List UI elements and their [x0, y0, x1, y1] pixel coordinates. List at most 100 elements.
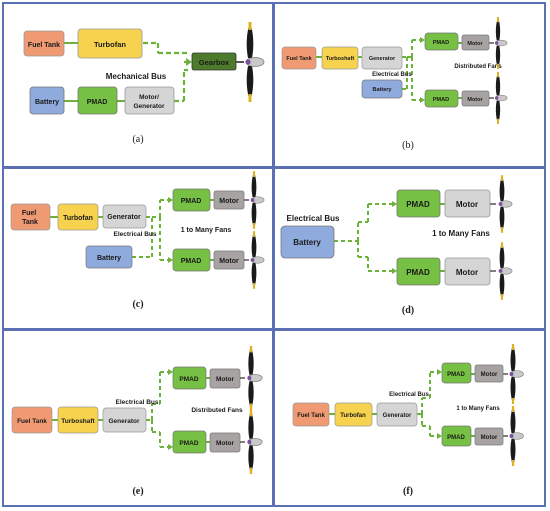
motor-label-2: Motor: [467, 97, 483, 103]
propeller-icon: [508, 404, 525, 468]
electrical-bus-label: Electrical Bus: [287, 214, 340, 223]
pmad-box-1: [172, 188, 211, 212]
motor-label-1: Motor: [481, 372, 498, 378]
fans-label: 1 to Many Fans: [432, 229, 490, 238]
fuel-tank-box: [281, 46, 317, 70]
panel-a: Fuel Tank Turbofan Mechanical Bus Gearbo…: [23, 20, 266, 145]
propeller-icon: [497, 174, 514, 234]
caption-c: (c): [132, 299, 143, 310]
turboshaft-box: [57, 406, 99, 434]
pmad-box-2: [172, 248, 211, 272]
generator-label: Generator: [383, 413, 412, 419]
motor-label-1: Motor: [219, 198, 239, 205]
turbofan-label: Turbofan: [63, 215, 93, 222]
motor-label-1: Motor: [216, 376, 235, 383]
panel-e: Fuel Tank Turboshaft Generator Electrica…: [11, 344, 264, 497]
propeller-icon: [497, 241, 514, 301]
generator-label: Generator: [369, 56, 396, 62]
pmad-box-1: [172, 366, 207, 390]
fuel-tank-box: [23, 30, 65, 57]
fuel-tank-label: Fuel Tank: [28, 42, 60, 49]
propeller-icon: [508, 342, 525, 406]
battery-label: Battery: [35, 99, 59, 106]
fuel-tank-box: [11, 406, 53, 434]
turboshaft-label: Turboshaft: [326, 56, 354, 62]
generator-box: [376, 402, 418, 427]
motor-label-2: Motor: [456, 268, 478, 277]
electrical-bus-label: Electrical Bus: [372, 72, 412, 78]
pmad-box-1: [396, 189, 441, 218]
motor-label-1: Motor: [456, 200, 478, 209]
electrical-bus-label: Electrical Bus: [389, 392, 429, 398]
fuel-tank-label: Fuel Tank: [22, 210, 38, 226]
pmad-label-1: PMAD: [406, 200, 430, 209]
caption-a: (a): [132, 134, 143, 145]
motor-label-2: Motor: [216, 440, 235, 447]
fuel-tank-label: Fuel: [22, 210, 36, 217]
turbofan-box: [57, 203, 99, 231]
motor-generator-box: [124, 86, 175, 115]
motor-generator-label: Motor/Generator: [133, 94, 165, 110]
motor-label-2: Motor: [219, 258, 239, 265]
pmad-box-1: [424, 32, 459, 51]
battery-label: Battery: [373, 87, 393, 93]
fans-label: 1 to Many Fans: [456, 406, 500, 412]
fuel-tank-label: Fuel Tank: [286, 56, 312, 62]
pmad-box-2: [396, 257, 441, 286]
battery-label: Battery: [293, 238, 321, 247]
propeller-icon: [494, 71, 509, 125]
electrical-bus-label: Electrical Bus: [116, 399, 159, 406]
propeller-icon: [246, 344, 264, 412]
propeller-icon: [494, 16, 509, 70]
fans-label: 1 to Many Fans: [181, 227, 232, 234]
battery-box: [361, 79, 403, 99]
battery-label: Battery: [97, 255, 121, 262]
caption-f: (f): [403, 486, 413, 497]
pmad-box-2: [424, 89, 459, 108]
generator-label: Generator: [107, 214, 141, 221]
pmad-box: [77, 86, 118, 115]
generator-box: [102, 204, 147, 229]
fans-label: Distributed Fans: [454, 64, 502, 70]
propeller-icon: [249, 230, 266, 290]
pmad-label-2: PMAD: [181, 258, 202, 265]
turbofan-box: [334, 402, 373, 427]
pmad-label-2: PMAD: [179, 440, 198, 447]
pmad-label: PMAD: [87, 99, 108, 106]
pmad-label-2: PMAD: [406, 268, 430, 277]
battery-box: [85, 245, 133, 269]
pmad-label-1: PMAD: [433, 40, 449, 46]
motor-label-2: Motor: [481, 435, 498, 441]
turbofan-label: Turbofan: [94, 40, 126, 49]
turboshaft-box: [321, 46, 359, 70]
fuel-tank-label: Fuel Tank: [297, 413, 325, 419]
pmad-label-2: PMAD: [433, 97, 449, 103]
caption-d: (d): [402, 305, 414, 316]
mechanical-bus-label: Mechanical Bus: [106, 72, 167, 81]
generator-box: [361, 46, 403, 70]
turbofan-label: Turbofan: [340, 413, 366, 419]
fans-label: Distributed Fans: [191, 407, 243, 414]
caption-e: (e): [132, 486, 143, 497]
propeller-icon: [246, 408, 264, 476]
propeller-icon: [249, 170, 266, 230]
fuel-tank-box: [10, 203, 51, 231]
pmad-label-2: PMAD: [447, 435, 465, 441]
panel-b: Fuel Tank Turboshaft Generator Electrica…: [281, 16, 509, 151]
pmad-label-1: PMAD: [181, 198, 202, 205]
pmad-box-1: [441, 362, 472, 384]
pmad-box-2: [172, 430, 207, 454]
battery-box: [280, 225, 335, 259]
caption-b: (b): [402, 140, 414, 151]
generator-label: Generator: [108, 418, 140, 425]
turbofan-box: [77, 28, 143, 59]
pmad-label-1: PMAD: [179, 376, 198, 383]
panel-c: Fuel Tank Turbofan Generator Electrical …: [10, 170, 266, 310]
pmad-box-2: [441, 425, 472, 447]
panel-f: Fuel Tank Turbofan Generator Electrical …: [292, 342, 525, 497]
battery-box: [29, 86, 65, 115]
gearbox-label: Gearbox: [199, 58, 230, 67]
propeller-icon: [243, 20, 266, 104]
